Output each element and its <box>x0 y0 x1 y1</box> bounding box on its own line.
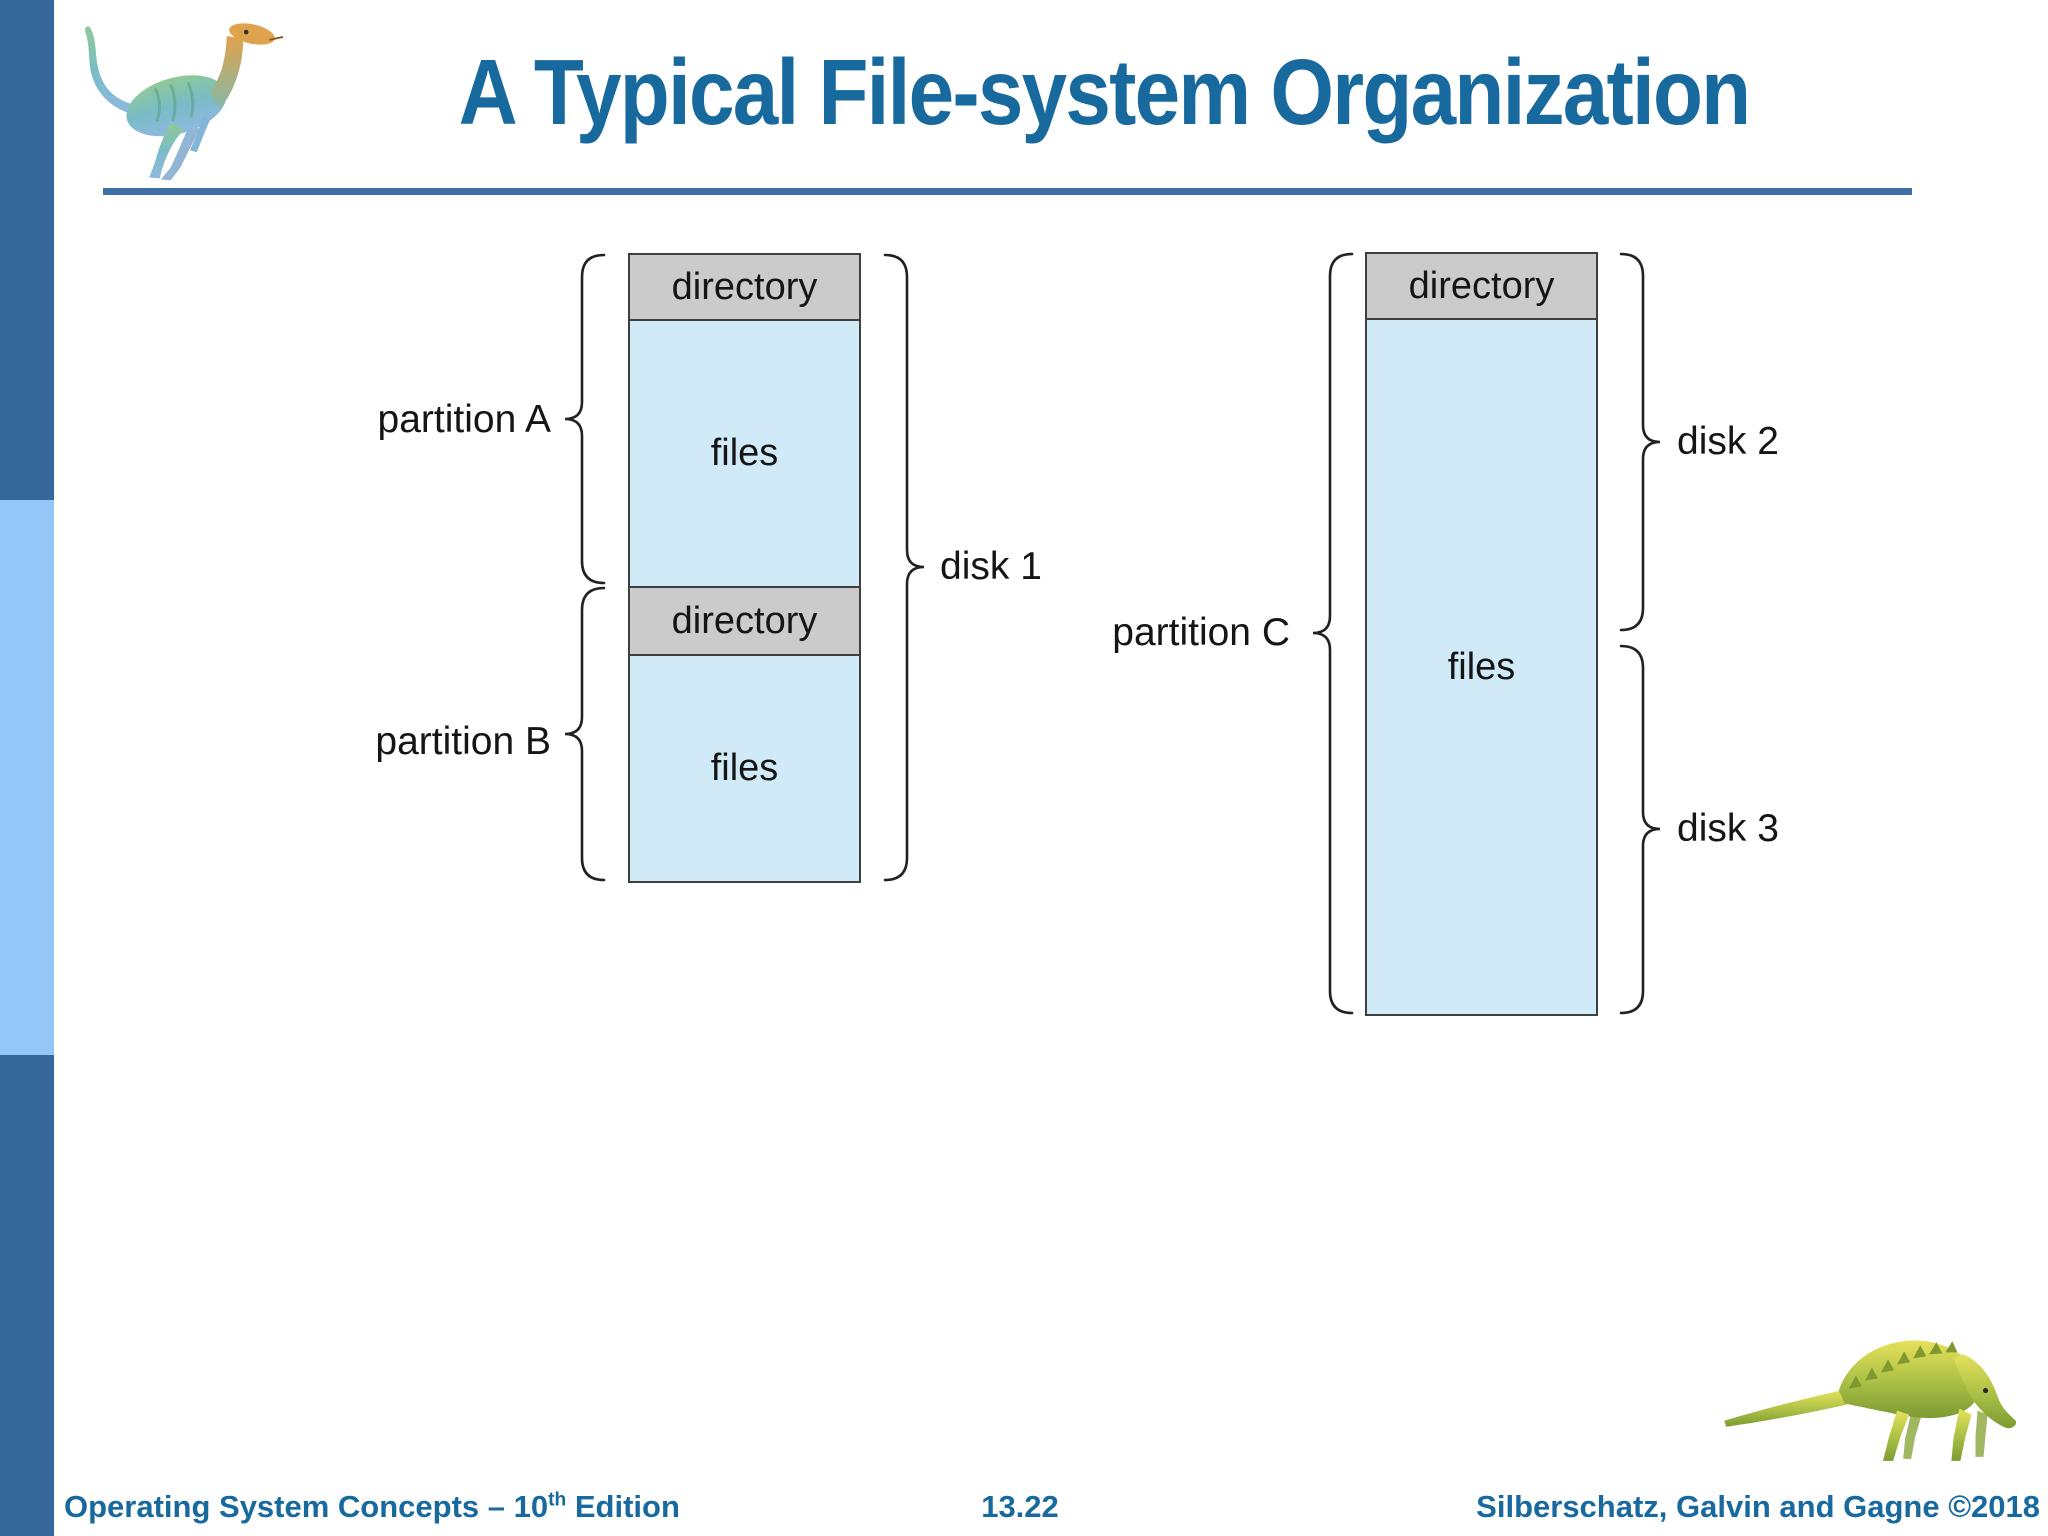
partition-c-files-band: files <box>1367 320 1596 1014</box>
dinosaur-image <box>1724 1340 2017 1461</box>
footer-book-prefix: Operating System Concepts – 10 <box>64 1489 549 1524</box>
partition-a-directory-band: directory <box>630 255 859 321</box>
footer-credit: Silberschatz, Galvin and Gagne ©2018 <box>1476 1489 2040 1524</box>
partition-a-brace <box>564 253 606 585</box>
disk2-label: disk 2 <box>1677 420 1779 463</box>
dino2-front-leg <box>1951 1408 1972 1461</box>
dino2-hind-leg <box>1883 1410 1910 1461</box>
disk1-brace <box>883 253 925 882</box>
disk2-brace <box>1619 252 1661 632</box>
sidebar-accent-middle <box>0 500 54 1055</box>
footer-book-title: Operating System Concepts – 10th Edition <box>64 1489 680 1525</box>
partition-c-directory-band: directory <box>1367 254 1596 320</box>
partition-c-box: directory files <box>1365 252 1598 1016</box>
partition-c-brace <box>1312 252 1354 1015</box>
partition-a-files-band: files <box>630 321 859 586</box>
sidebar-accent-bottom <box>0 1055 54 1536</box>
disk3-label: disk 3 <box>1677 807 1779 850</box>
dino2-spikes <box>1848 1341 1958 1389</box>
partition-b-directory-band: directory <box>630 586 859 656</box>
dino2-body <box>1838 1340 1980 1419</box>
partition-a-label: partition A <box>377 398 551 441</box>
dino-neck <box>209 35 244 109</box>
footer-book-suffix: Edition <box>566 1489 680 1524</box>
dinosaur-logo <box>85 23 284 181</box>
title-underline <box>103 188 1912 195</box>
disk1-label: disk 1 <box>940 545 1042 588</box>
disk1-box: directory files directory files <box>628 253 861 883</box>
footer-book-superscript: th <box>548 1489 567 1511</box>
page-title: A Typical File-system Organization <box>458 40 1752 144</box>
dino-stripes <box>153 81 195 122</box>
dino2-tail <box>1724 1390 1847 1427</box>
dino2-eye <box>1982 1387 1989 1394</box>
partition-b-files-band: files <box>630 656 859 881</box>
dino-far-leg <box>160 123 200 181</box>
dino-head <box>229 23 275 45</box>
dino-near-leg <box>149 123 185 179</box>
partition-b-brace <box>564 586 606 882</box>
dino-mouth <box>269 35 284 41</box>
partition-b-label: partition B <box>375 720 551 763</box>
disk3-brace <box>1619 644 1661 1015</box>
dino2-far-legs <box>1903 1410 1988 1459</box>
footer-page-number: 13.22 <box>981 1489 1059 1524</box>
partition-c-label: partition C <box>1112 611 1290 654</box>
sidebar-accent-top <box>0 0 54 500</box>
dino-front-leg <box>189 115 211 153</box>
dino-eye <box>243 29 249 35</box>
